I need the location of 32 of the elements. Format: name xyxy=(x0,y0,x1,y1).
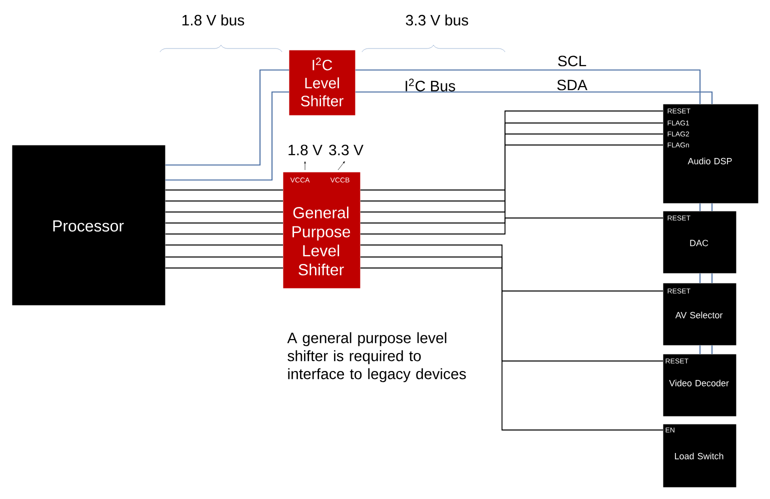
bus-line xyxy=(711,345,713,354)
signal-line xyxy=(164,256,284,258)
voltage-label: 1.8 V xyxy=(288,144,322,156)
signal-line xyxy=(164,200,284,202)
signal-line xyxy=(360,134,664,212)
processor-box: Processor xyxy=(12,145,166,306)
voltage-label: 3.3 V xyxy=(329,144,364,156)
bus-line xyxy=(711,203,713,211)
signal-line xyxy=(360,244,664,292)
bus-label: 1.8 V bus xyxy=(182,14,244,26)
bus-line xyxy=(699,345,701,354)
level-shifter-box: I$^{2}$C Level Shifter xyxy=(289,50,356,116)
signal-line xyxy=(164,244,284,246)
signal-line xyxy=(360,122,664,202)
signal-line xyxy=(360,110,664,190)
signal-line xyxy=(360,256,664,362)
edge-label: SDA xyxy=(556,78,588,92)
signal-line xyxy=(360,144,664,224)
note-text: A general purpose level shifter is required to interface to legacy devices xyxy=(287,332,466,382)
signal-line xyxy=(360,218,664,234)
bus-line xyxy=(165,69,289,166)
signal-line xyxy=(360,268,664,430)
bus-line xyxy=(711,273,713,283)
bus-label: I$^{2}$C Bus xyxy=(406,78,456,92)
bus-label: 3.3 V bus xyxy=(406,14,468,26)
edge-label: SCL xyxy=(556,54,588,68)
bus-line xyxy=(355,91,713,104)
bus-line xyxy=(355,69,701,104)
bus-line xyxy=(699,273,701,283)
bus-line xyxy=(699,203,701,211)
signal-line xyxy=(164,222,284,224)
bus-line xyxy=(165,91,289,181)
